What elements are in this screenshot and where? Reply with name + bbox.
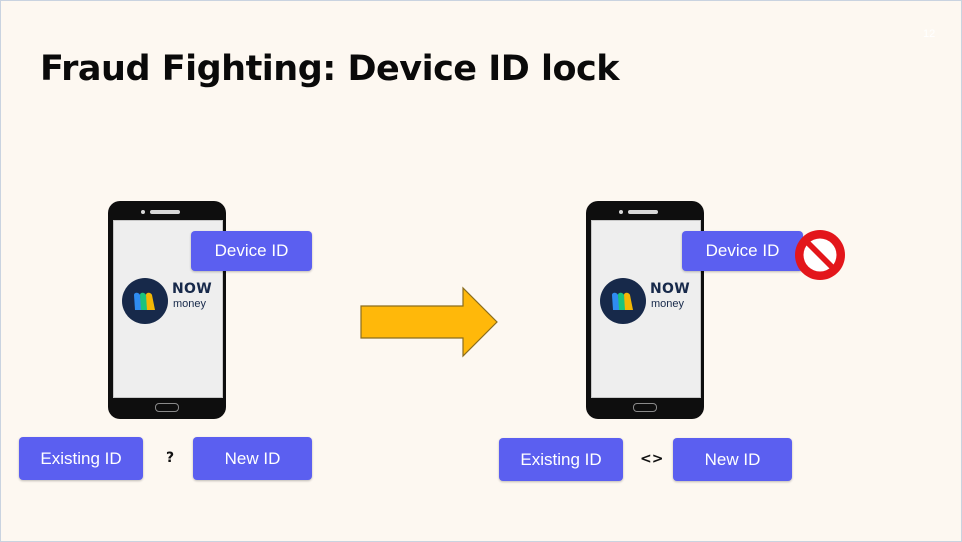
now-money-logo-icon (122, 278, 168, 324)
existing-id-tag-right: Existing ID (499, 438, 623, 481)
new-id-tag-right: New ID (673, 438, 792, 481)
now-money-logo-icon (600, 278, 646, 324)
logo-wordmark-money: money (651, 298, 685, 310)
comparison-operator-left: ? (166, 450, 175, 466)
slide-title: Fraud Fighting: Device ID lock (40, 49, 620, 89)
phone-home-button (155, 403, 179, 412)
new-id-tag-left: New ID (193, 437, 312, 480)
phone-camera (141, 210, 145, 214)
right-arrow-icon (360, 286, 498, 358)
forbidden-icon (795, 230, 845, 280)
existing-id-tag-left: Existing ID (19, 437, 143, 480)
comparison-operator-right: <> (640, 451, 664, 467)
phone-speaker (150, 210, 180, 214)
logo-wordmark-money: money (173, 298, 207, 310)
logo-wordmark-now: NOW (650, 281, 690, 297)
phone-speaker (628, 210, 658, 214)
device-id-tag-left: Device ID (191, 231, 312, 271)
phone-home-button (633, 403, 657, 412)
logo-wordmark-now: NOW (172, 281, 212, 297)
device-id-tag-right: Device ID (682, 231, 803, 271)
phone-camera (619, 210, 623, 214)
page-number: 12 (923, 28, 936, 40)
